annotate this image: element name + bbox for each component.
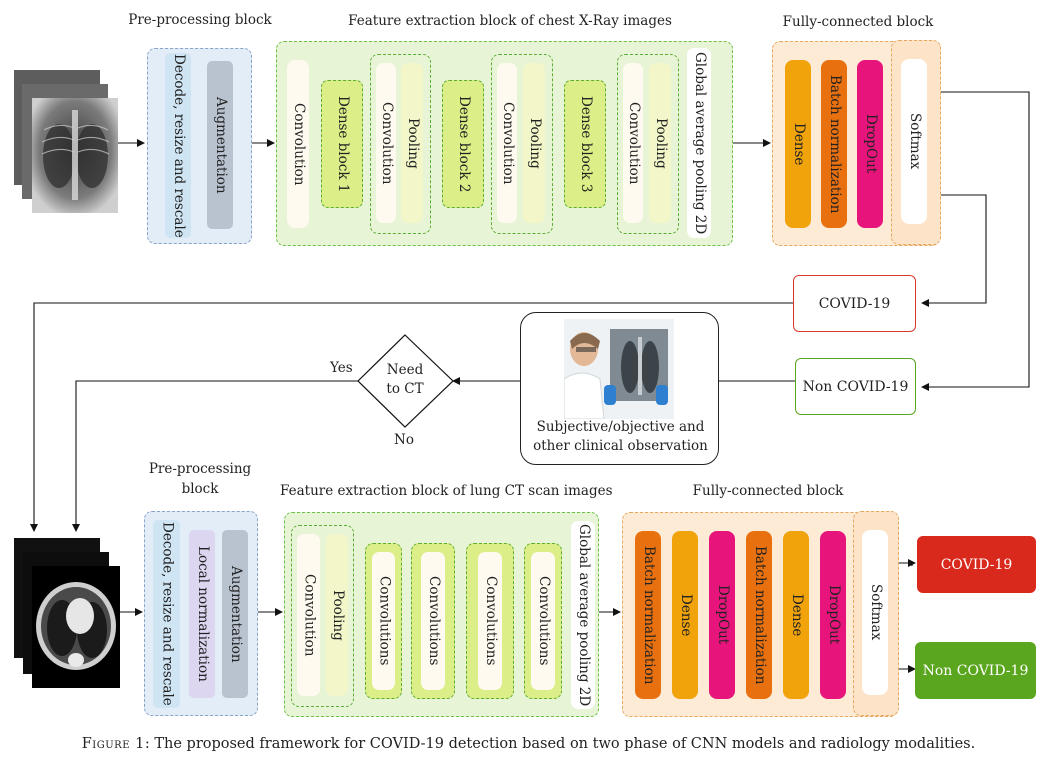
top-gap: Global average pooling 2D (687, 48, 711, 238)
doctor-xray-photo (563, 319, 674, 420)
out-non-covid-box: Non COVID-19 (915, 642, 1036, 699)
caption-label: Figure 1 (81, 736, 145, 752)
arrow-covid-to-ct (30, 302, 793, 532)
observation-box: Subjective/objective and other clinical … (520, 312, 719, 465)
bottom-fc-block: Batch normalization Dense DropOut Batch … (622, 511, 899, 717)
top-pre-block: Decode, resize and rescale Augmentation (147, 48, 252, 244)
top-pool3: Pooling (523, 63, 545, 223)
out-covid-box: COVID-19 (917, 536, 1036, 593)
chest-xray-image (14, 70, 120, 215)
covid-result-box: COVID-19 (793, 275, 916, 332)
top-conv-pool-2: Convolution Pooling (370, 54, 431, 234)
bottom-convolutions-3: Convolutions (478, 552, 502, 690)
top-conv-pool-3: Convolution Pooling (491, 54, 553, 234)
top-conv2: Convolution (376, 63, 396, 223)
bottom-fc-dense-1: Dense (672, 531, 698, 699)
arrow-yes-to-ct (72, 380, 358, 532)
bottom-softmax: Softmax (862, 530, 888, 695)
bottom-pre-title-line1: Pre-processing (148, 461, 252, 477)
top-fc-batch-norm: Batch normalization (821, 60, 847, 228)
arrow-to-covid (921, 194, 987, 307)
bottom-fc-dense-2: Dense (783, 531, 809, 699)
decision-label-line1: Need (386, 362, 424, 378)
top-feat-title: Feature extraction block of chest X-Ray … (348, 13, 672, 29)
bottom-fc-batch-norm-1: Batch normalization (635, 531, 661, 699)
bottom-gap: Global average pooling 2D (571, 521, 595, 709)
bottom-pre-block: Decode, resize and rescale Local normali… (144, 511, 258, 716)
top-fc-block: Dense Batch normalization DropOut Softma… (772, 40, 941, 246)
observation-text-line2: other clinical observation (533, 438, 708, 454)
top-pre-title: Pre-processing block (128, 12, 272, 28)
top-pool2: Pooling (401, 63, 423, 223)
bottom-convs-1: Convolutions (365, 543, 402, 699)
decision-label-line2: to CT (386, 381, 424, 397)
top-pool4: Pooling (649, 63, 671, 223)
top-pre-augmentation: Augmentation (207, 61, 233, 229)
decision-no-label: No (394, 432, 414, 448)
bottom-pre-local-norm: Local normalization (189, 530, 215, 698)
bottom-convolutions-1: Convolutions (372, 552, 395, 690)
bottom-pre-augmentation: Augmentation (222, 530, 248, 698)
bottom-pre-decode: Decode, resize and rescale (153, 520, 180, 708)
bottom-convolutions-2: Convolutions (421, 552, 445, 690)
top-dense-block-3: Dense block 3 (564, 80, 606, 208)
top-feat-block: Convolution Dense block 1 Convolution Po… (276, 41, 733, 246)
top-dense-block-1: Dense block 1 (321, 80, 363, 208)
bottom-fc-dropout-1: DropOut (709, 531, 735, 699)
caption-text: : The proposed framework for COVID-19 de… (144, 736, 976, 752)
bottom-feat-title: Feature extraction block of lung CT scan… (280, 483, 613, 499)
decision-diamond (357, 334, 454, 428)
bottom-convs-4: Convolutions (524, 543, 562, 699)
bottom-pool1: Pooling (326, 534, 348, 696)
top-conv4: Convolution (623, 63, 643, 223)
top-pre-decode: Decode, resize and rescale (165, 53, 191, 238)
decision-yes-label: Yes (330, 360, 353, 376)
bottom-convolutions-4: Convolutions (531, 552, 555, 690)
bottom-convs-2: Convolutions (411, 543, 455, 699)
bottom-feat-block: Convolution Pooling Convolutions Convolu… (284, 512, 599, 717)
bottom-fc-title: Fully-connected block (692, 483, 844, 499)
top-softmax: Softmax (901, 59, 927, 224)
top-softmax-container: Softmax (891, 40, 941, 245)
non-covid-result-box: Non COVID-19 (795, 358, 916, 415)
figure-caption: Figure 1: The proposed framework for COV… (0, 736, 1057, 752)
bottom-convs-3: Convolutions (466, 543, 514, 699)
arrow-to-non-covid (921, 91, 1030, 391)
top-fc-dense: Dense (785, 60, 811, 228)
bottom-softmax-container: Softmax (853, 511, 899, 716)
bottom-conv-pool-1: Convolution Pooling (291, 525, 354, 707)
top-conv-pool-4: Convolution Pooling (617, 54, 679, 234)
top-fc-title: Fully-connected block (782, 14, 934, 30)
bottom-conv1: Convolution (297, 534, 320, 696)
top-conv1: Convolution (287, 60, 309, 228)
top-fc-dropout: DropOut (857, 60, 883, 228)
top-dense-block-2: Dense block 2 (442, 80, 484, 208)
ct-scan-image (14, 538, 120, 688)
bottom-fc-batch-norm-2: Batch normalization (746, 531, 772, 699)
observation-text-line1: Subjective/objective and (536, 419, 705, 435)
bottom-fc-dropout-2: DropOut (820, 531, 846, 699)
bottom-pre-title-line2: block (181, 481, 219, 497)
top-conv3: Convolution (497, 63, 517, 223)
